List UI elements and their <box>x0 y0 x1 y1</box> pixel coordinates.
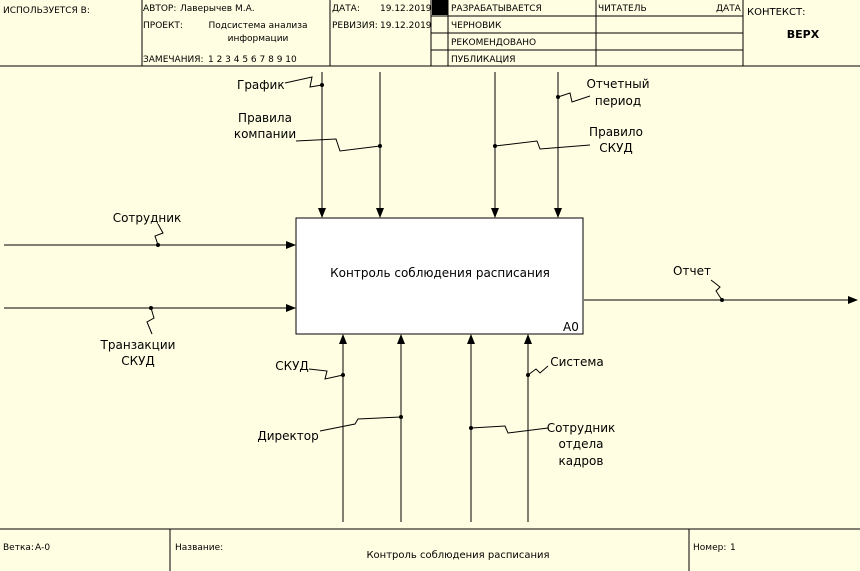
header-frame <box>0 0 860 67</box>
author-label: АВТОР: <box>143 4 176 14</box>
project-value-line1: Подсистема анализа <box>208 21 307 31</box>
arrow-label-pravila-line2: компании <box>234 127 296 141</box>
output-arrow-otchet[interactable]: Отчет <box>584 264 858 304</box>
mechanism-arrow-sotrudnik-otdela-kadrov[interactable]: Сотрудник отдела кадров <box>467 334 616 522</box>
date-label: ДАТА: <box>332 4 360 14</box>
arrow-label-sotrudnik: Сотрудник <box>113 211 182 225</box>
control-arrow-pravilo-skud[interactable]: Правило СКУД <box>491 72 643 218</box>
project-value-line2: информации <box>228 34 289 44</box>
number-value: 1 <box>730 543 736 553</box>
used-in-label: ИСПОЛЬЗУЕТСЯ В: <box>3 6 90 16</box>
author-value: Лаверычев М.А. <box>180 4 255 14</box>
arrow-label-grafik: График <box>237 78 285 92</box>
reader-date-label: ДАТА <box>716 4 742 14</box>
status-draft: ЧЕРНОВИК <box>451 21 502 31</box>
input-arrow-sotrudnik[interactable]: Сотрудник <box>4 211 296 249</box>
arrow-label-sotr-otdela-line2: отдела <box>558 437 603 451</box>
arrow-label-tranzakcii-line1: Транзакции <box>100 338 176 352</box>
arrow-label-pravila-line1: Правила <box>238 111 292 125</box>
branch-value: А-0 <box>35 543 50 553</box>
arrow-label-otchet: Отчет <box>673 264 711 278</box>
diagram-name: Контроль соблюдения расписания <box>366 550 549 561</box>
control-arrow-grafik[interactable]: График <box>237 72 326 218</box>
status-marker <box>432 0 448 15</box>
mechanism-arrow-direktor[interactable]: Директор <box>257 334 405 522</box>
project-label: ПРОЕКТ: <box>143 21 183 31</box>
arrow-label-direktor: Директор <box>257 429 318 443</box>
arrow-label-sotr-otdela-line1: Сотрудник <box>547 421 616 435</box>
branch-label: Ветка: <box>3 543 34 553</box>
arrow-label-otchetny-line1: Отчетный <box>586 77 649 91</box>
arrow-label-pravilo-line1: Правило <box>589 125 643 139</box>
arrow-label-tranzakcii-line2: СКУД <box>121 354 155 368</box>
control-arrow-otchetny-period[interactable]: Отчетный период <box>554 72 650 218</box>
activity-title: Контроль соблюдения расписания <box>330 266 550 280</box>
number-label: Номер: <box>693 543 726 553</box>
status-recommended: РЕКОМЕНДОВАНО <box>451 38 536 48</box>
revision-value: 19.12.2019 <box>380 21 432 31</box>
arrow-label-sotr-otdela-line3: кадров <box>559 454 604 468</box>
notes-value: 1 2 3 4 5 6 7 8 9 10 <box>208 55 297 65</box>
footer-frame <box>0 528 860 571</box>
mechanism-arrow-skud[interactable]: СКУД <box>275 334 347 522</box>
status-developing: РАЗРАБАТЫВАЕТСЯ <box>451 4 542 14</box>
reader-label: ЧИТАТЕЛЬ <box>598 4 647 14</box>
arrow-label-sistema: Система <box>550 355 604 369</box>
arrow-label-pravilo-line2: СКУД <box>599 141 633 155</box>
arrow-label-skud-mech: СКУД <box>275 359 309 373</box>
control-arrow-pravila-kompanii[interactable]: Правила компании <box>234 72 384 218</box>
status-publication: ПУБЛИКАЦИЯ <box>451 55 515 65</box>
date-value: 19.12.2019 <box>380 4 432 14</box>
revision-label: РЕВИЗИЯ: <box>332 21 378 31</box>
context-value: ВЕРХ <box>787 28 820 41</box>
activity-box[interactable] <box>295 217 584 335</box>
activity-node-number: А0 <box>563 320 579 334</box>
arrow-label-otchetny-line2: период <box>595 94 641 108</box>
notes-label: ЗАМЕЧАНИЯ: <box>143 55 204 65</box>
mechanism-arrow-sistema[interactable]: Система <box>524 334 604 522</box>
input-arrow-tranzakcii-skud[interactable]: Транзакции СКУД <box>4 304 296 368</box>
context-label: КОНТЕКСТ: <box>747 7 805 18</box>
name-label: Название: <box>175 543 223 553</box>
